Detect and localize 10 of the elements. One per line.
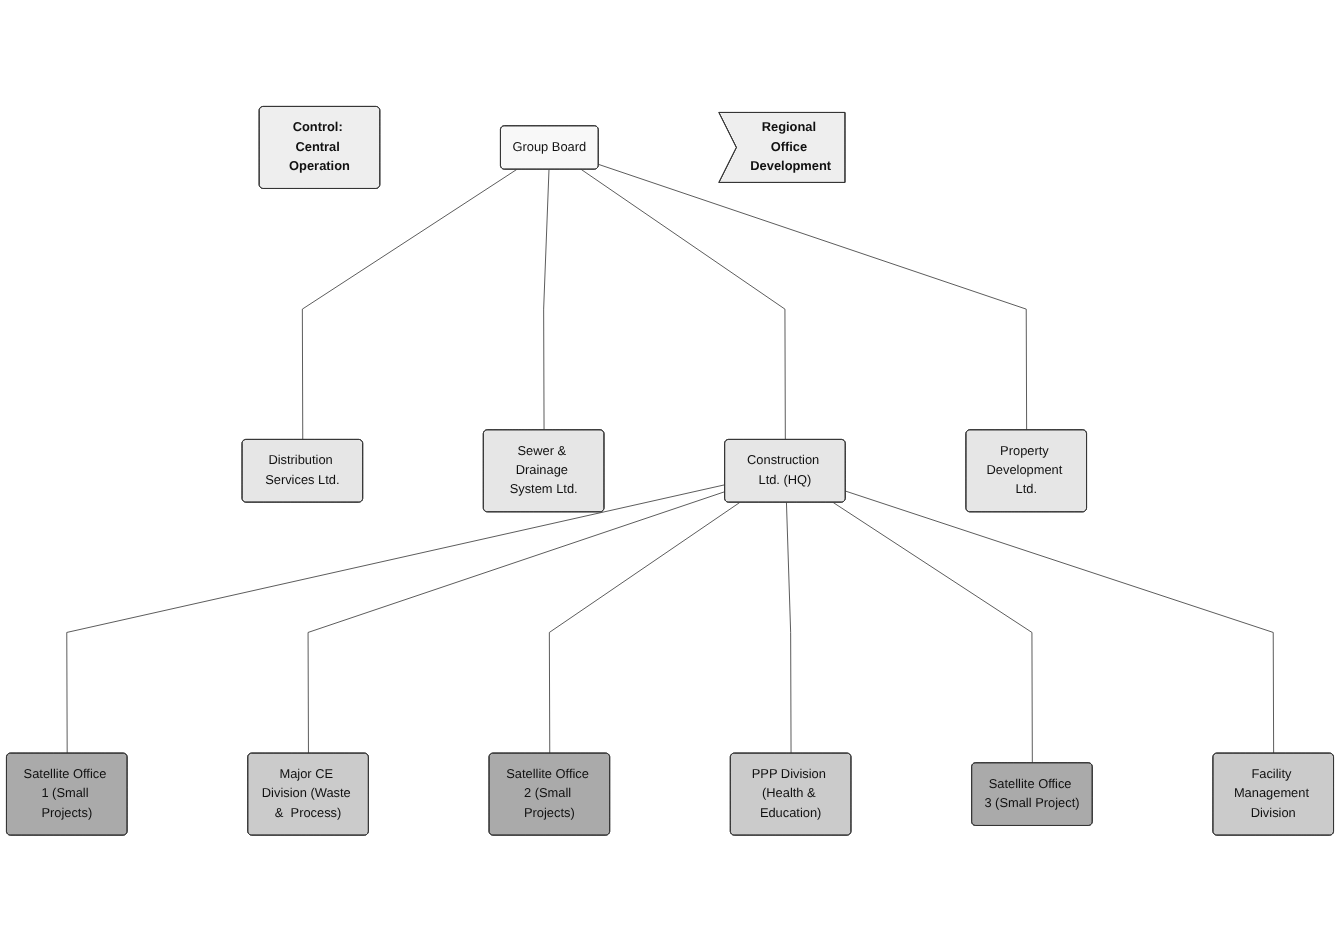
connector	[581, 168, 786, 440]
connector	[543, 168, 550, 430]
connector	[548, 501, 741, 754]
connector	[832, 501, 1033, 763]
connector	[786, 501, 792, 754]
connector	[301, 168, 517, 440]
connector	[845, 489, 1275, 754]
connector	[66, 483, 726, 754]
connector	[598, 163, 1028, 430]
connector	[307, 490, 726, 754]
